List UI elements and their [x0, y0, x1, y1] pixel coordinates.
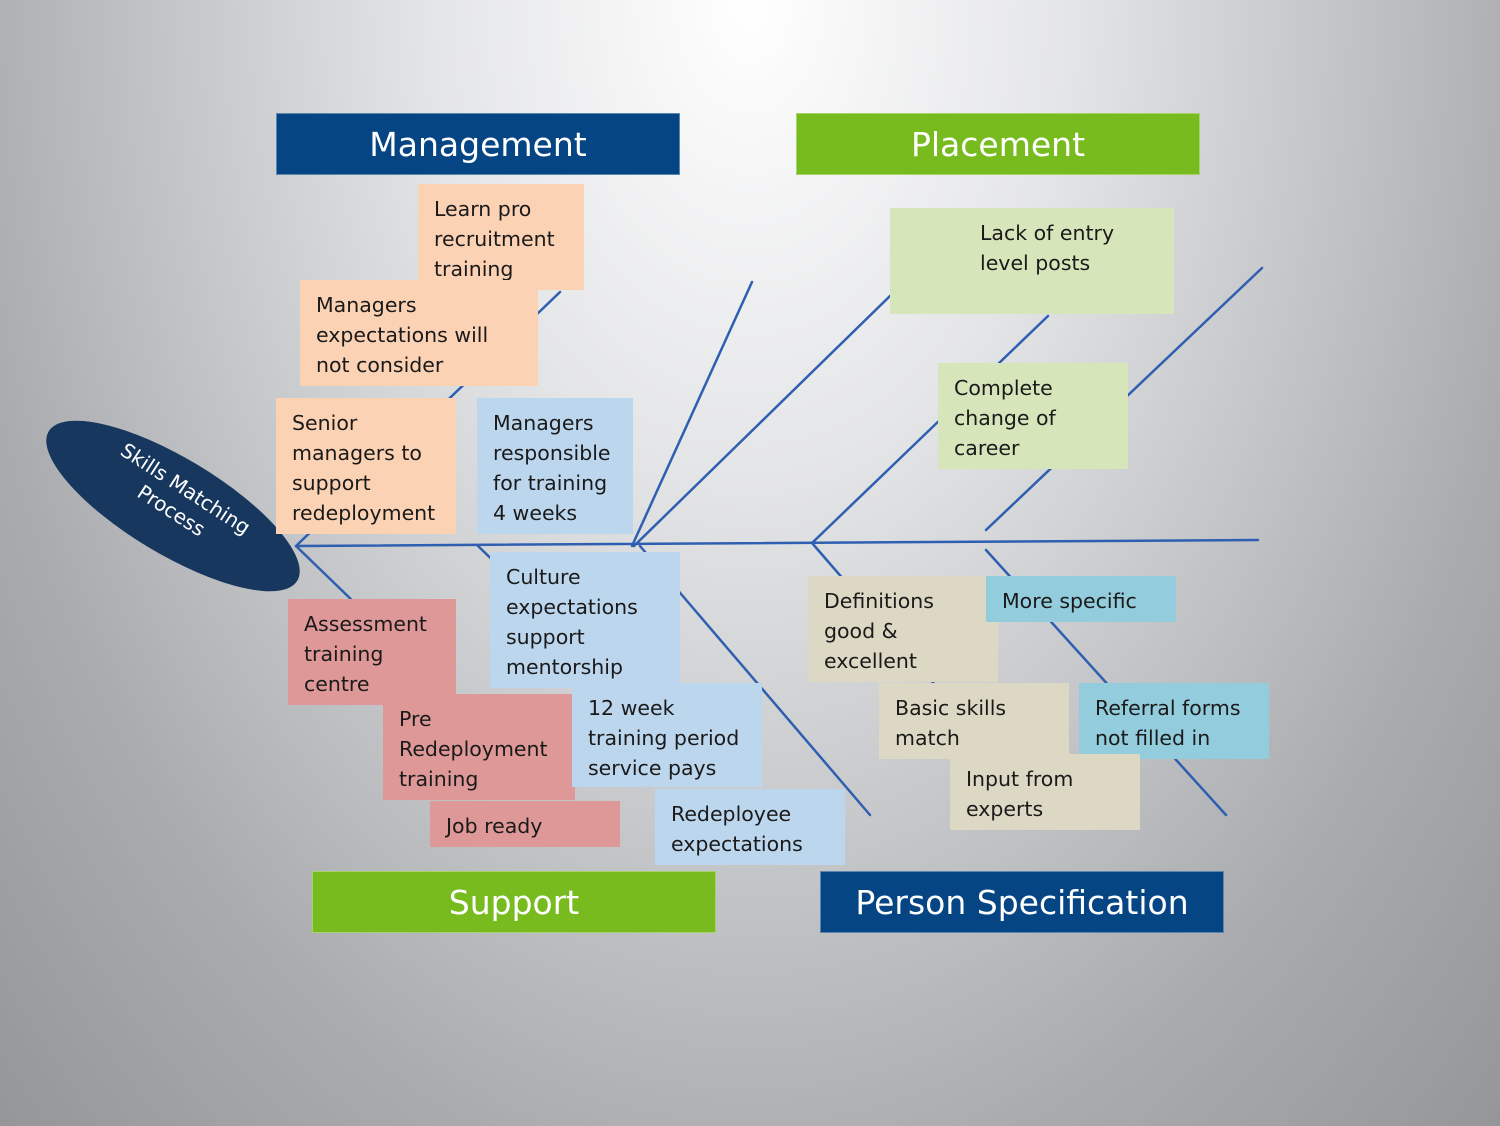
spine-line — [294, 538, 1260, 548]
category-management: Management — [276, 113, 680, 175]
note-more-specific: More specific — [986, 576, 1176, 622]
note-senior-managers: Senior managers to support redeployment — [276, 398, 456, 534]
note-learn-pro: Learn pro recruitment training — [418, 184, 584, 290]
note-complete-change: Complete change of career — [938, 363, 1128, 469]
note-lack-entry-posts: Lack of entry level posts — [890, 208, 1174, 314]
note-basic-skills: Basic skills match — [879, 683, 1069, 759]
bone-placement-2 — [810, 314, 1050, 545]
bone-management-2 — [630, 280, 754, 548]
note-managers-expectations: Managers expectations will not consider — [300, 280, 538, 386]
category-placement: Placement — [796, 113, 1200, 175]
note-managers-responsible: Managers responsible for training 4 week… — [477, 398, 633, 534]
category-support: Support — [312, 871, 716, 933]
category-person-specification: Person Specification — [820, 871, 1224, 933]
note-job-ready: Job ready — [430, 801, 620, 847]
note-twelve-week: 12 week training period service pays — [572, 683, 762, 787]
note-definitions: Definitions good & excellent — [808, 576, 998, 682]
note-assessment: Assessment training centre — [288, 599, 456, 705]
note-redeployee: Redeployee expectations — [655, 789, 845, 865]
note-culture: Culture expectations support mentorship — [490, 552, 680, 688]
note-referral-forms: Referral forms not filled in — [1079, 683, 1269, 759]
bone-placement-1 — [632, 292, 894, 548]
note-input-experts: Input from experts — [950, 754, 1140, 830]
note-pre-redeployment: Pre Redeployment training — [383, 694, 575, 800]
